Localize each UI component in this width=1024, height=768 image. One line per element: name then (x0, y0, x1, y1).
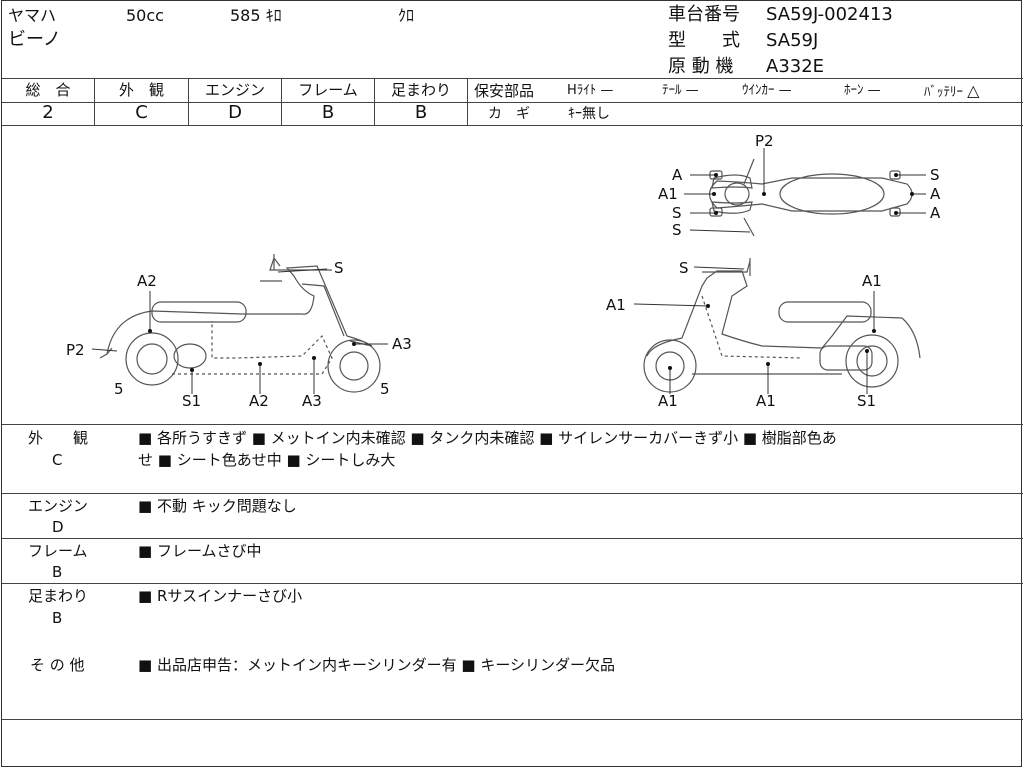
mileage: 585 ｷﾛ (230, 6, 282, 25)
maker: ヤマハ (8, 6, 57, 25)
safety-item-winker: ｳｲﾝｶｰ — (742, 83, 792, 98)
divider (188, 78, 189, 125)
rating-label-overall: 総 合 (25, 81, 71, 99)
engine-value: A332E (766, 56, 825, 77)
divider (2, 102, 1023, 103)
section-grade-frame: B (52, 563, 63, 581)
divider (94, 78, 95, 125)
section-note-other: ■ 出品店申告：メットイン内キーシリンダー有 ■ キーシリンダー欠品 (138, 656, 616, 674)
section-title-other: そ の 他 (30, 656, 85, 674)
label-a3-left: A3 (392, 335, 412, 353)
divider (2, 493, 1023, 494)
section-grade-suspension: B (52, 609, 63, 627)
section-note-suspension: ■ Rサスインナーさび小 (138, 587, 303, 605)
safety-item-battery: ﾊﾞｯﾃﾘｰ △ (924, 81, 980, 100)
safety-item-horn: ﾎｰﾝ — (844, 83, 881, 98)
divider (281, 78, 282, 125)
label-a-top-2: A (930, 185, 941, 203)
label-s1-right: S1 (857, 392, 876, 410)
section-note-exterior-1: ■ 各所うすきず ■ メットイン内未確認 ■ タンク内未確認 ■ サイレンサーカ… (138, 429, 837, 447)
label-a1-right-3: A1 (658, 392, 678, 410)
label-a2-left-2: A2 (249, 392, 269, 410)
divider (2, 538, 1023, 539)
divider (374, 78, 375, 125)
label-a1-top: A1 (658, 185, 678, 203)
label-5-left: 5 (114, 380, 124, 398)
section-note-exterior-2: せ ■ シート色あせ中 ■ シートしみ大 (138, 451, 396, 469)
chassis-value: SA59J-002413 (766, 4, 893, 25)
engine-label: 原 動 機 (668, 56, 734, 77)
label-s-top: S (672, 204, 682, 222)
scooter-top-view (708, 158, 913, 237)
divider (2, 125, 1023, 126)
rating-label-suspension: 足まわり (390, 81, 451, 99)
rating-label-frame: フレーム (298, 81, 358, 99)
label-p2-left: P2 (66, 341, 85, 359)
rating-label-exterior: 外 観 (118, 81, 164, 99)
section-grade-engine: D (52, 518, 64, 536)
label-s-right: S (679, 259, 689, 277)
type-value: SA59J (766, 30, 819, 51)
label-p2-top: P2 (755, 132, 774, 150)
key-value: ｷｰ無し (568, 106, 610, 122)
section-title-engine: エンジン (28, 497, 89, 515)
divider (2, 583, 1023, 584)
label-5-left-2: 5 (380, 380, 390, 398)
chassis-label: 車台番号 (668, 4, 740, 25)
safety-label: 保安部品 (474, 82, 535, 100)
rating-value-engine: D (228, 102, 242, 123)
rating-value-exterior: C (135, 102, 148, 123)
section-note-frame: ■ フレームさび中 (138, 542, 262, 560)
scooter-diagram: P2 A A1 S S S A A S A2 P2 A3 5 S1 A2 A3 … (66, 132, 941, 410)
color: ｸﾛ (398, 6, 415, 25)
safety-item-headlight: Hﾗｲﾄ — (567, 83, 614, 98)
label-a3-left-2: A3 (302, 392, 322, 410)
rating-label-engine: エンジン (204, 81, 265, 99)
rating-value-suspension: B (414, 102, 428, 123)
model-name: ビーノ (8, 29, 61, 50)
label-s-top-3: S (930, 166, 940, 184)
label-a-top: A (672, 166, 683, 184)
label-s-top-2: S (672, 221, 682, 239)
safety-item-tail: ﾃｰﾙ — (662, 83, 699, 98)
section-title-suspension: 足まわり (28, 587, 89, 605)
displacement: 50cc (126, 6, 164, 25)
section-title-exterior: 外 観 (28, 429, 89, 447)
type-label: 型 式 (668, 30, 740, 51)
label-a1-right-4: A1 (756, 392, 776, 410)
divider (2, 719, 1023, 720)
label-a1-right: A1 (606, 296, 626, 314)
label-a1-right-2: A1 (862, 272, 882, 290)
rating-value-overall: 2 (42, 102, 54, 123)
rating-value-frame: B (321, 102, 335, 123)
label-a-top-3: A (930, 204, 941, 222)
divider (467, 78, 468, 125)
section-title-frame: フレーム (28, 542, 88, 560)
key-label: カ ギ (488, 106, 530, 122)
label-a2-left: A2 (137, 272, 157, 290)
section-note-engine: ■ 不動 キック問題なし (138, 497, 297, 515)
label-s-left: S (334, 259, 344, 277)
divider (2, 78, 1023, 79)
section-grade-exterior: C (52, 451, 63, 469)
label-s1-left: S1 (182, 392, 201, 410)
divider (2, 424, 1023, 425)
scooter-left-view (99, 254, 381, 393)
